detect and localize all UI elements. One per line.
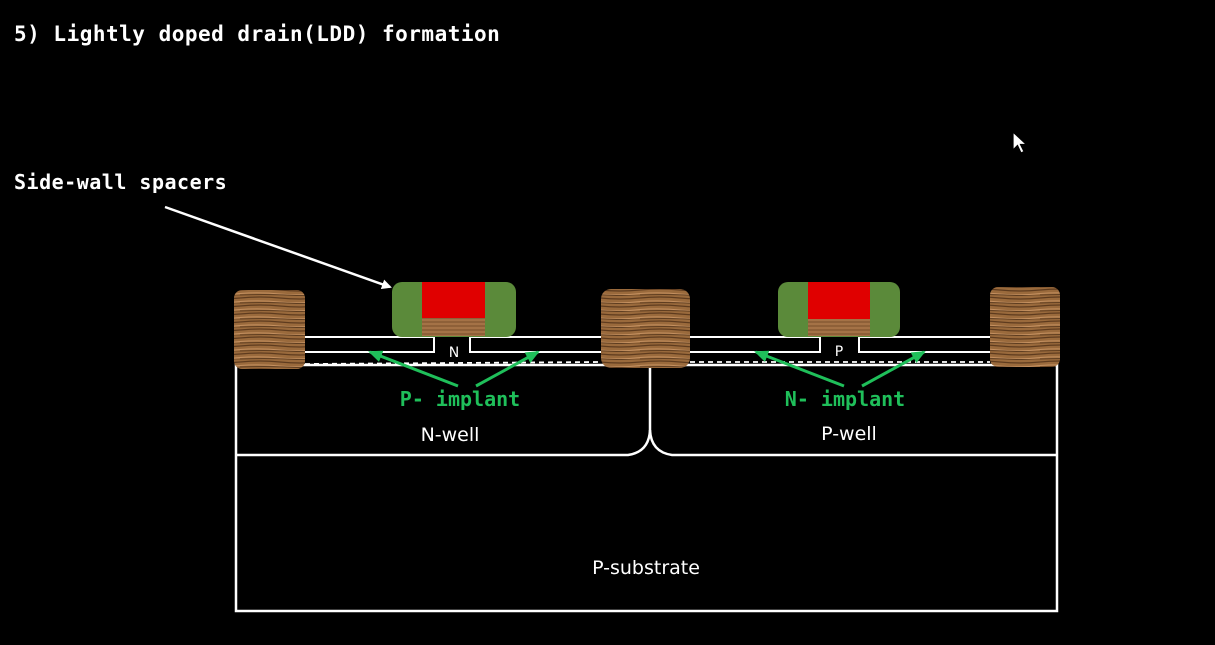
p-implant-arrow-right <box>475 350 540 388</box>
slide-heading: 5) Lightly doped drain(LDD) formation <box>14 22 501 46</box>
right-source-region <box>690 336 821 353</box>
n-implant-arrow-left <box>754 350 845 388</box>
p-well-boundary <box>648 429 1057 457</box>
p-implant-arrow-left <box>368 350 459 388</box>
n-implant-label: N- implant <box>785 387 905 411</box>
right-gate-oxide <box>808 319 870 336</box>
mouse-pointer-icon <box>1012 131 1028 154</box>
field-oxide-right <box>990 287 1060 367</box>
right-gate-body-label: P <box>835 344 843 360</box>
n-implant-arrow-right <box>861 350 926 388</box>
right-gate-stack <box>778 282 900 337</box>
n-well-label: N-well <box>421 424 480 446</box>
left-source-region <box>305 336 435 353</box>
p-implant-label: P- implant <box>400 387 520 411</box>
p-well-label: P-well <box>821 423 877 445</box>
p-substrate-label: P-substrate <box>592 557 700 579</box>
left-gate-oxide <box>422 318 485 336</box>
side-wall-spacers-label: Side-wall spacers <box>14 170 228 194</box>
left-gate-stack <box>392 282 516 337</box>
spacer-pointer-arrow <box>164 205 392 290</box>
right-drain-region <box>858 336 990 353</box>
left-gate-poly <box>422 282 485 318</box>
field-oxide-center <box>601 289 690 368</box>
left-ldd-boundary <box>304 361 602 365</box>
left-drain-region <box>469 336 601 353</box>
left-gate-body-label: N <box>449 345 459 361</box>
field-oxide-left <box>234 290 305 369</box>
right-gate-poly <box>808 282 870 319</box>
